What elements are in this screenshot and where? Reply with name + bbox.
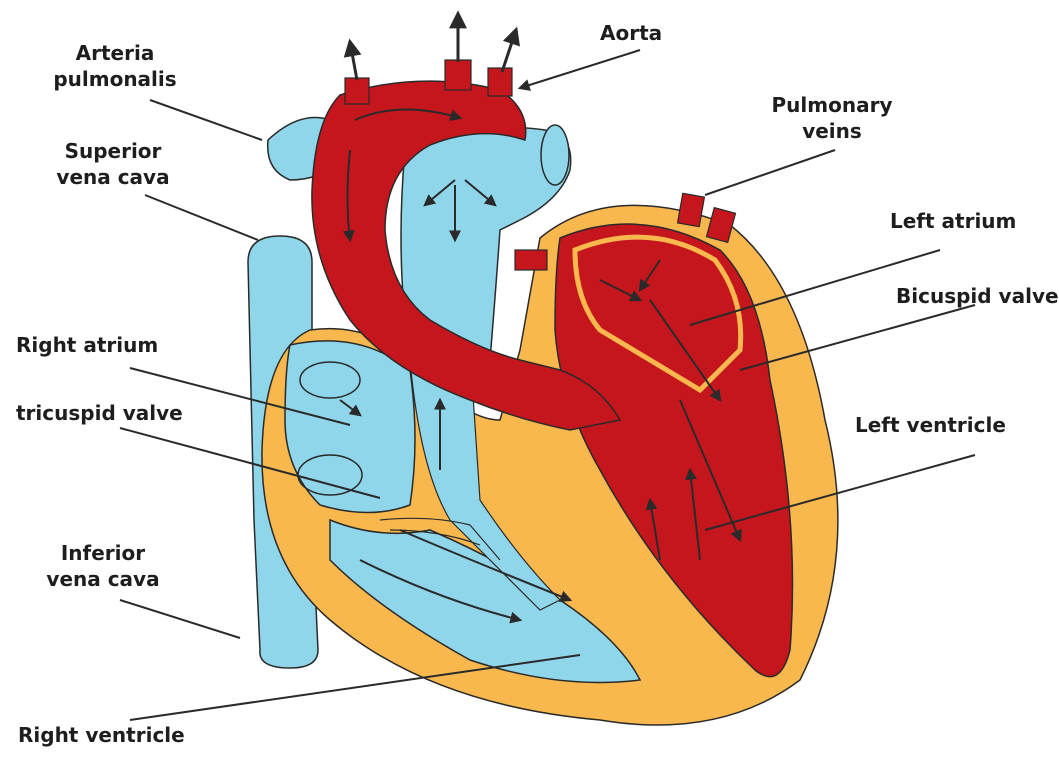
label-pulmonary-veins-line2: veins xyxy=(752,118,912,144)
label-arteria-pulmonalis: Arteria pulmonalis xyxy=(40,40,190,92)
label-superior-vena-cava-line1: Superior xyxy=(38,138,188,164)
label-pulmonary-veins: Pulmonary veins xyxy=(752,92,912,144)
label-superior-vena-cava: Superior vena cava xyxy=(38,138,188,190)
leader-aorta xyxy=(520,50,640,88)
label-arteria-pulmonalis-line1: Arteria xyxy=(40,40,190,66)
label-left-ventricle-text: Left ventricle xyxy=(855,412,1006,438)
label-aorta-text: Aorta xyxy=(600,20,662,46)
label-tricuspid-valve: tricuspid valve xyxy=(16,400,183,426)
label-right-ventricle-text: Right ventricle xyxy=(18,722,185,748)
label-aorta: Aorta xyxy=(600,20,662,46)
label-left-atrium: Left atrium xyxy=(890,208,1016,234)
label-right-ventricle: Right ventricle xyxy=(18,722,185,748)
label-arteria-pulmonalis-line2: pulmonalis xyxy=(40,66,190,92)
leader-superior-vena-cava xyxy=(145,195,258,240)
label-right-atrium: Right atrium xyxy=(16,332,158,358)
label-bicuspid-valve: Bicuspid valve xyxy=(896,283,1059,309)
label-bicuspid-valve-text: Bicuspid valve xyxy=(896,283,1059,309)
label-left-ventricle: Left ventricle xyxy=(855,412,1006,438)
label-tricuspid-valve-text: tricuspid valve xyxy=(16,400,183,426)
leader-arteria-pulmonalis xyxy=(150,100,262,140)
leader-pulmonary-veins xyxy=(705,150,835,195)
label-superior-vena-cava-line2: vena cava xyxy=(38,164,188,190)
leader-inferior-vena-cava xyxy=(120,600,240,638)
label-left-atrium-text: Left atrium xyxy=(890,208,1016,234)
label-inferior-vena-cava-line2: vena cava xyxy=(28,566,178,592)
label-inferior-vena-cava-line1: Inferior xyxy=(28,540,178,566)
label-right-atrium-text: Right atrium xyxy=(16,332,158,358)
label-inferior-vena-cava: Inferior vena cava xyxy=(28,540,178,592)
label-pulmonary-veins-line1: Pulmonary xyxy=(752,92,912,118)
